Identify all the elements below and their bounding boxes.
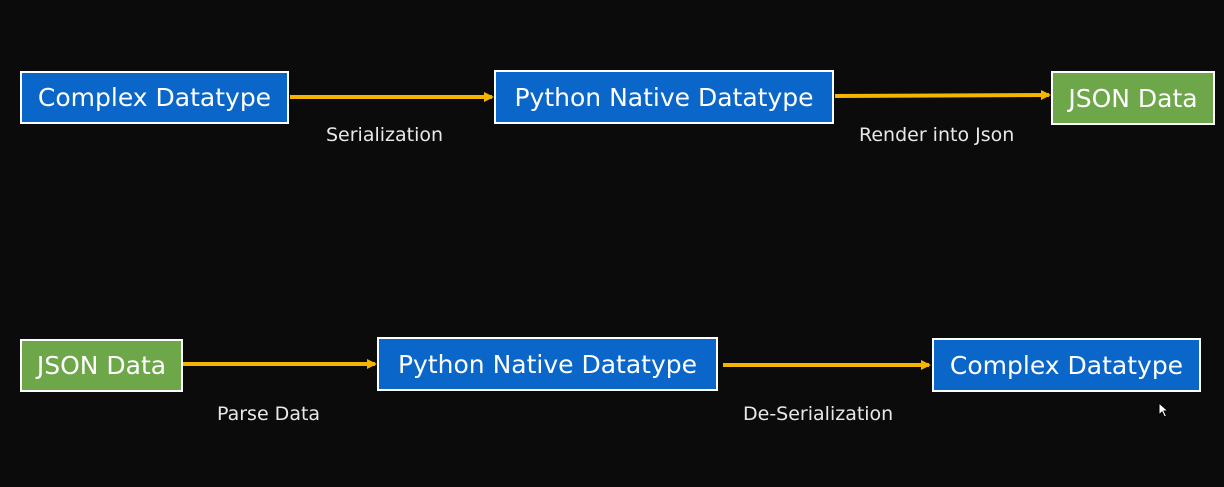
render-into-json-label: Render into Json [859, 124, 1015, 146]
serialization-label: Serialization [326, 124, 444, 146]
de-serialization-label: De-Serialization [743, 403, 894, 425]
mouse-pointer-icon [1158, 402, 1170, 418]
row1-json-data-box: JSON Data [1051, 71, 1215, 125]
parse-data-label: Parse Data [217, 403, 321, 425]
row1-complex-datatype-box: Complex Datatype [20, 71, 289, 124]
arrow-render-into-json [834, 90, 1051, 101]
row2-complex-datatype-box: Complex Datatype [932, 338, 1201, 392]
row2-json-data-box: JSON Data [20, 339, 183, 392]
row1-python-native-datatype-box: Python Native Datatype [494, 70, 834, 124]
row2-python-native-datatype-box: Python Native Datatype [377, 337, 718, 391]
